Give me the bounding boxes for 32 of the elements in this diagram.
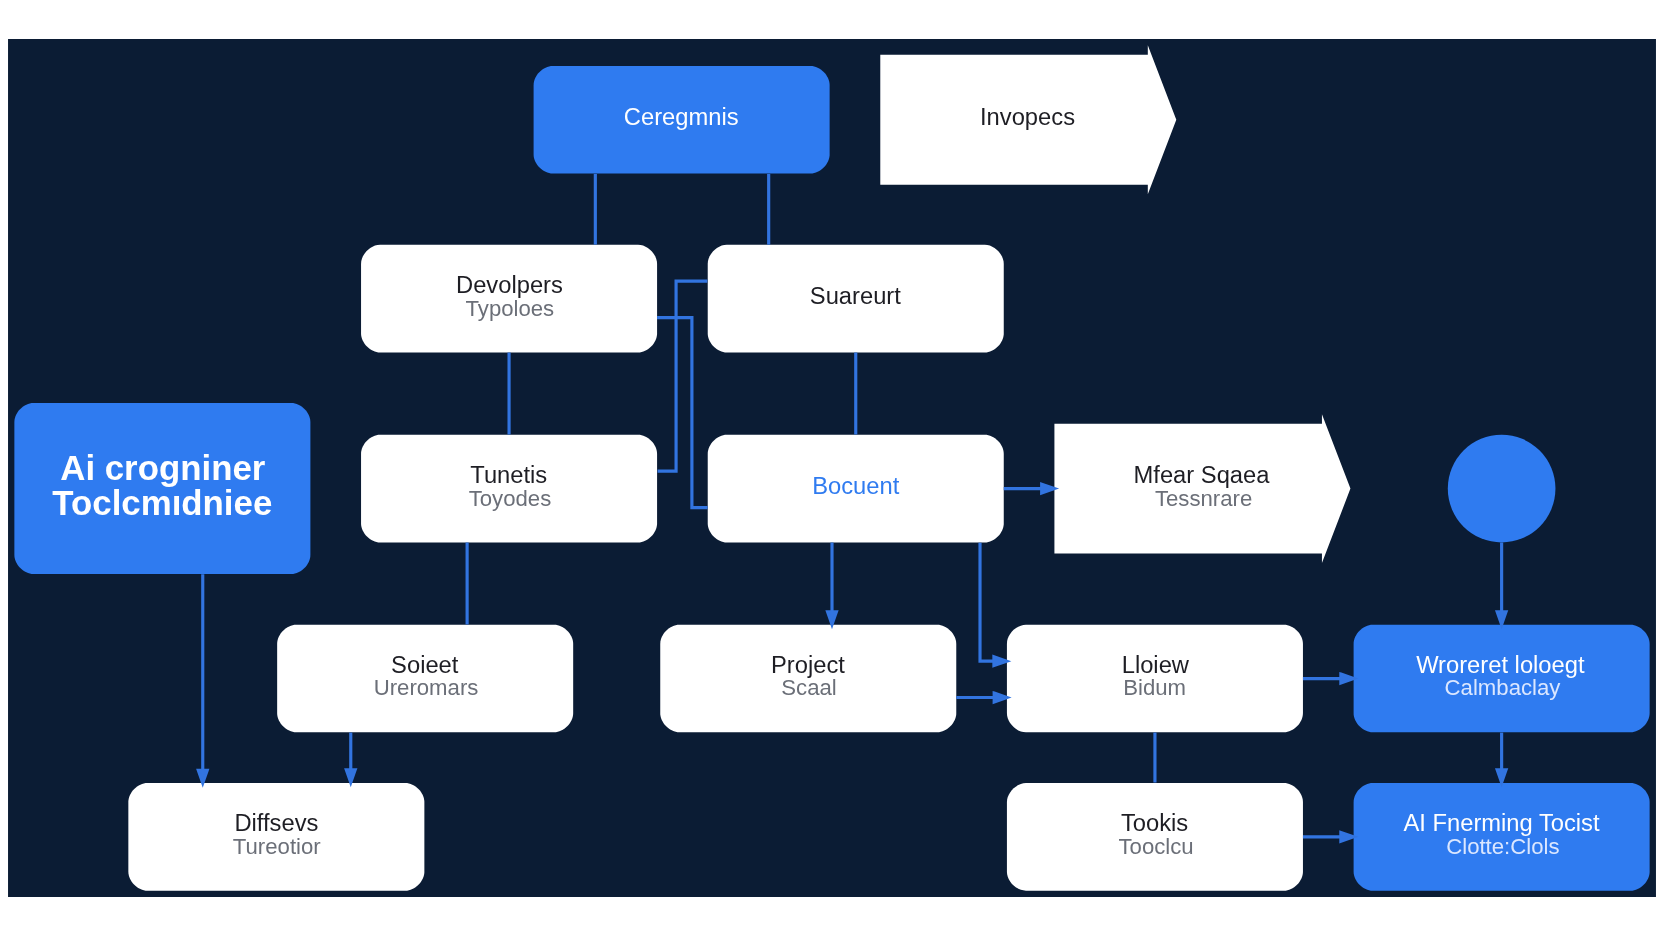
arrow	[196, 574, 210, 788]
node-box: Tookis Tooclcu	[1006, 783, 1303, 891]
node-box: Ceregmnis	[533, 65, 830, 174]
connector	[657, 316, 708, 510]
node-box: Diffsevs Tureotior	[128, 783, 425, 891]
node-box: Soieet Ureromars	[277, 624, 574, 733]
arrow	[344, 732, 358, 788]
node-box: Ai crogniner Toclcmıdniee	[14, 403, 311, 575]
node-box: Devolpers Typoloes	[361, 244, 658, 353]
node-box: Suareurt	[707, 244, 1004, 353]
connector	[1153, 732, 1157, 783]
connector	[465, 542, 469, 625]
arrow	[1003, 481, 1060, 496]
arrow	[825, 542, 839, 630]
node-circle	[1447, 434, 1556, 543]
connector	[657, 279, 708, 473]
node-box: Bocuent	[707, 434, 1004, 543]
arrow	[978, 542, 1012, 668]
connector	[593, 173, 597, 245]
connector	[767, 173, 771, 245]
arrow	[1494, 732, 1509, 788]
connector	[507, 352, 511, 435]
arrow	[956, 690, 1012, 705]
arrow	[1302, 671, 1359, 686]
node-box: Project Scaal	[660, 624, 957, 733]
node-box: Tunetis Toyodes	[361, 434, 658, 543]
arrow	[1302, 830, 1359, 844]
node-box: Wroreret loloegt Calmbaclay	[1353, 624, 1650, 733]
node-box: AI Fnerming Tocist Clotte:Clols	[1353, 783, 1650, 891]
connector	[854, 352, 858, 435]
arrow	[1494, 542, 1509, 630]
node-box: Lloiew Bidum	[1006, 624, 1303, 733]
